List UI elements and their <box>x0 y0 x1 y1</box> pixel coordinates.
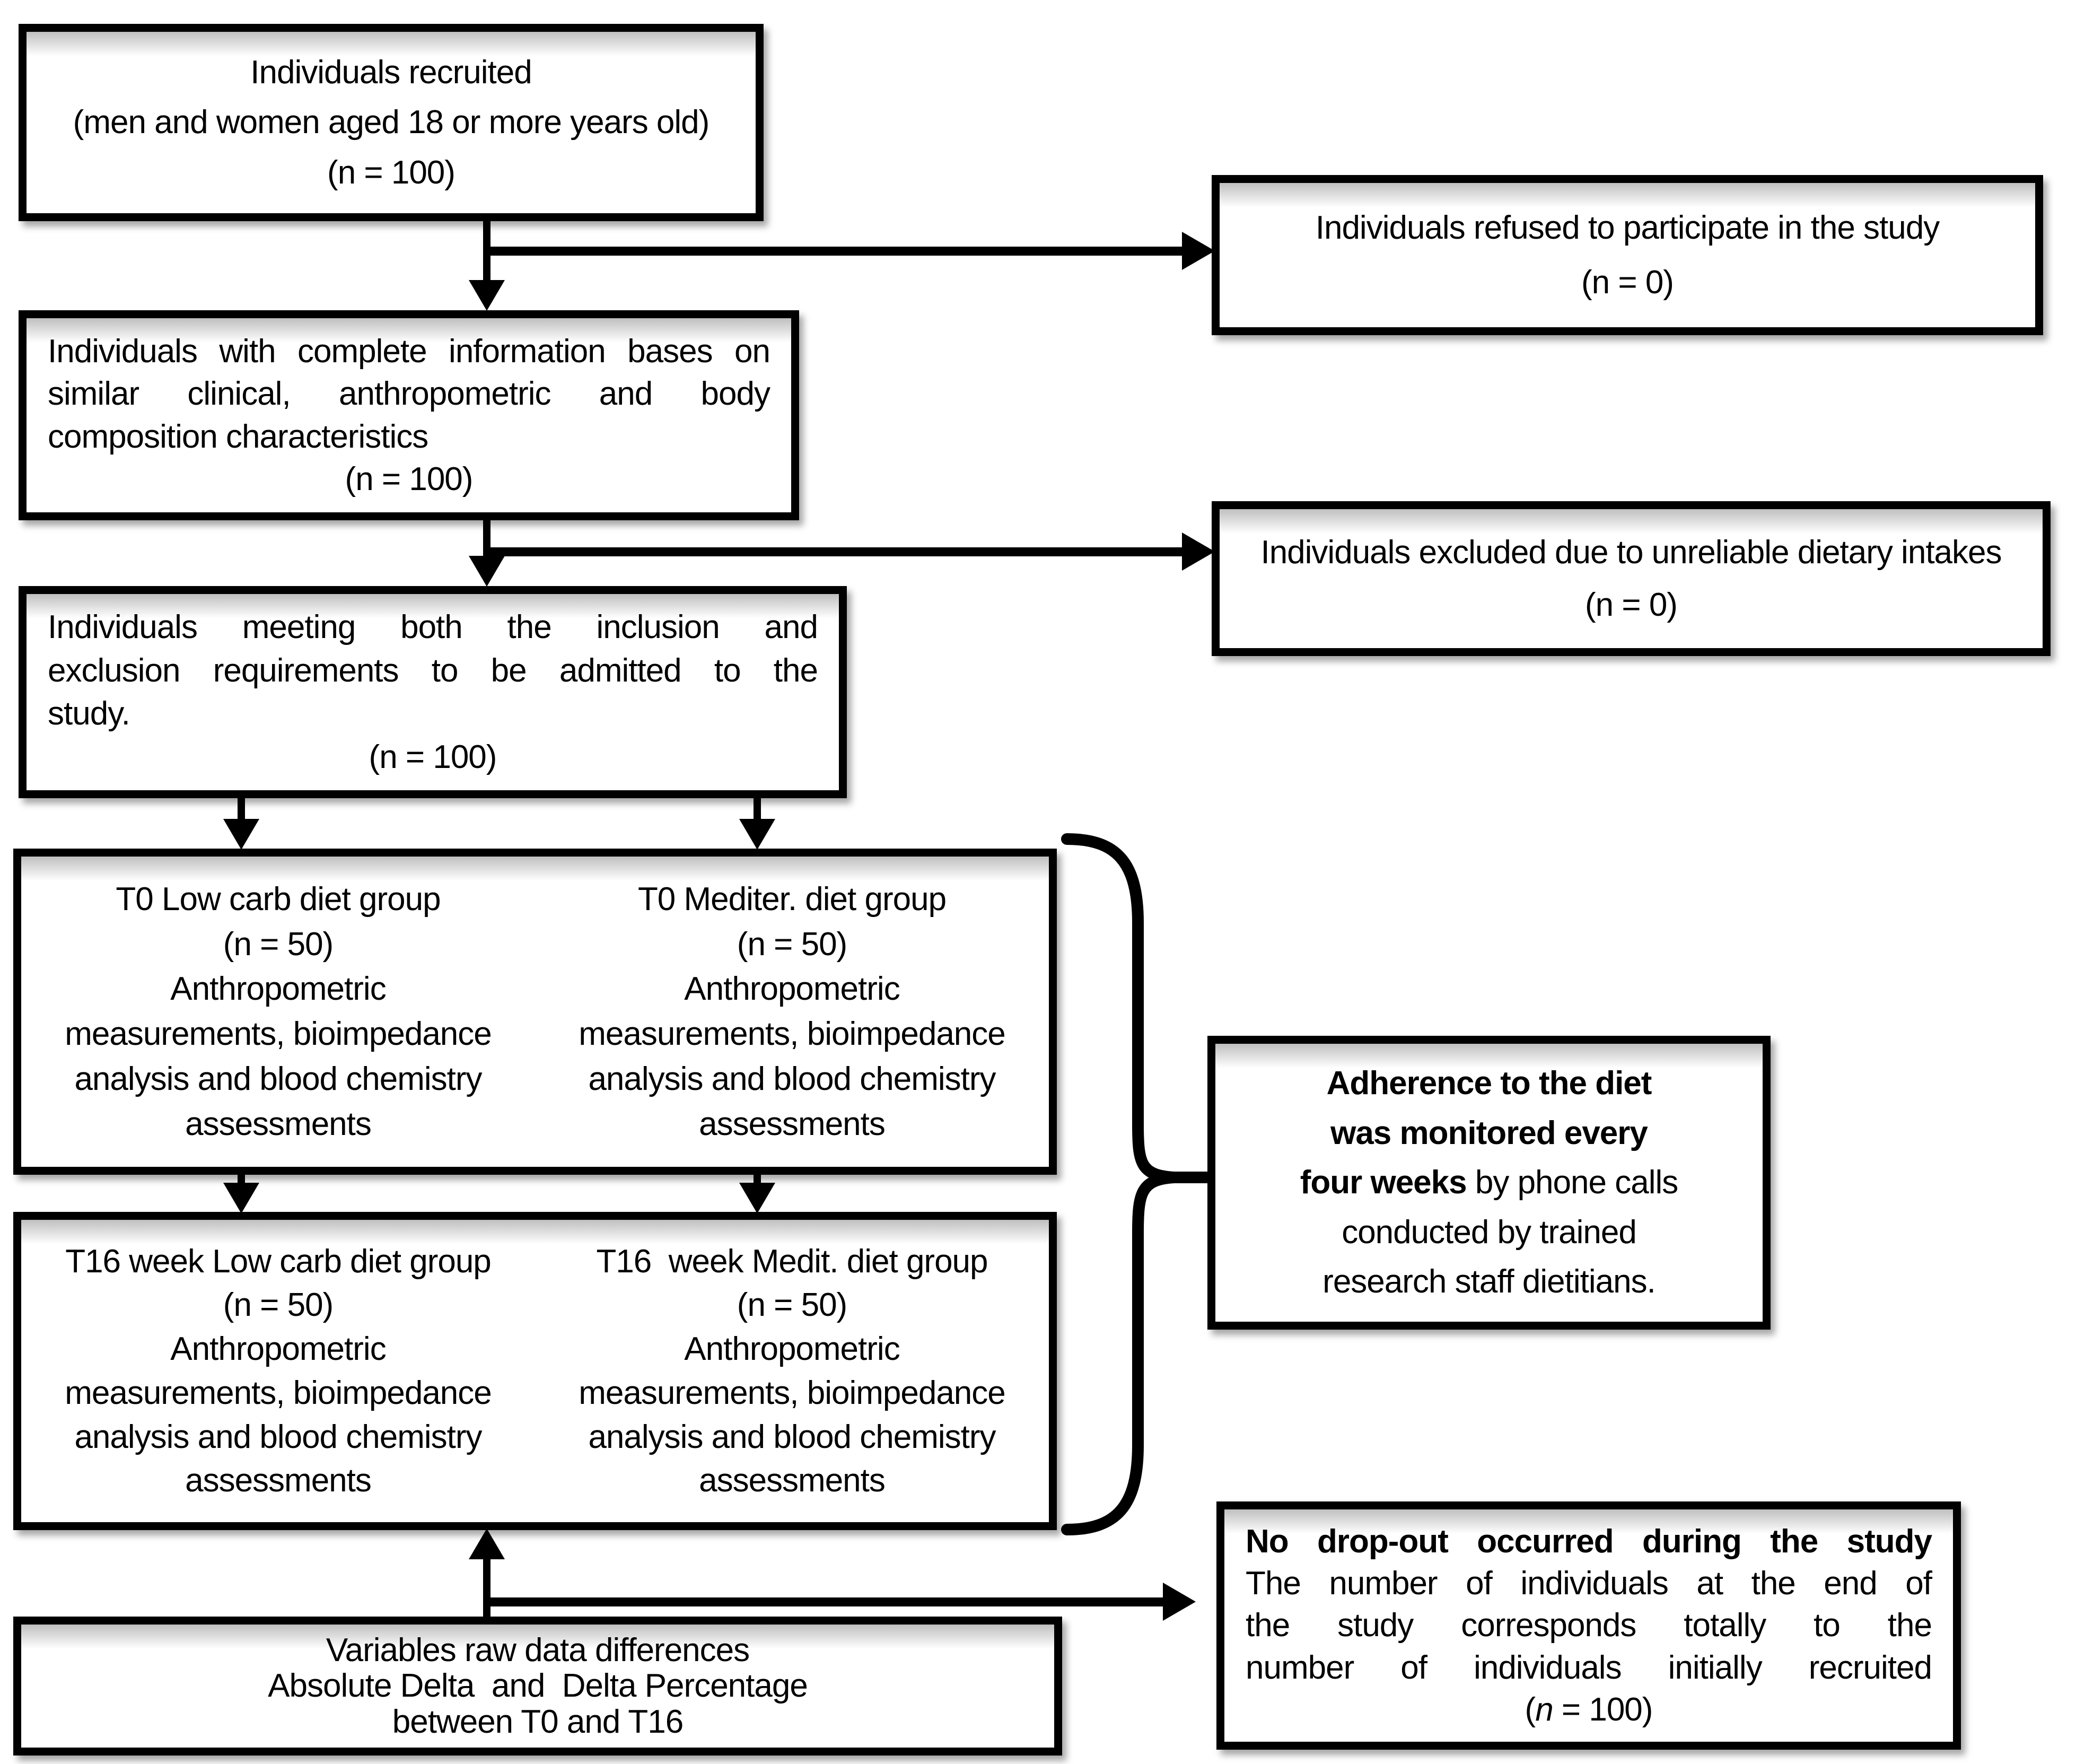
arrow-branch-to-refused-line <box>483 247 1184 256</box>
text-line: measurements, bioimpedance <box>579 1374 1006 1411</box>
arrow-recruited-to-complete-head <box>469 280 505 311</box>
text-line: Individuals with complete information ba… <box>48 333 770 370</box>
text-line: analysis and blood chemistry <box>588 1061 996 1098</box>
text-line: Variables raw data differences <box>326 1632 750 1669</box>
group-n: (n = 50) <box>737 1287 847 1324</box>
text-line: (n = 0) <box>1585 587 1678 624</box>
text-line: between T0 and T16 <box>392 1703 684 1740</box>
t16-medit-column: T16 week Medit. diet group (n = 50) Anth… <box>535 1225 1049 1517</box>
text-line: four weeks by phone calls <box>1230 1165 1748 1200</box>
text-line: (n = 0) <box>1581 264 1674 301</box>
box-refused-to-participate: Individuals refused to participate in th… <box>1212 175 2043 335</box>
text-emphasis: four weeks <box>1300 1164 1467 1201</box>
text-line: research staff dietitians. <box>1322 1263 1656 1300</box>
group-n: (n = 50) <box>737 925 847 963</box>
arrow-meeting-to-t0-right-head <box>739 819 775 850</box>
arrow-meeting-to-t0-left-head <box>223 819 259 850</box>
text-line: (men and women aged 18 or more years old… <box>73 104 710 141</box>
box-individuals-recruited: Individuals recruited (men and women age… <box>19 24 764 221</box>
box-meeting-requirements: Individuals meeting both the inclusion a… <box>19 586 847 798</box>
text-line: Individuals excluded due to unreliable d… <box>1260 534 2002 571</box>
text-line: exclusion requirements to be admitted to… <box>48 652 818 689</box>
t16-low-carb-column: T16 week Low carb diet group (n = 50) An… <box>21 1225 535 1517</box>
t0-mediter-column: T0 Mediter. diet group (n = 50) Anthropo… <box>535 862 1049 1162</box>
text-line: the study corresponds totally to the <box>1246 1607 1932 1644</box>
group-title: T16 week Low carb diet group <box>65 1243 492 1280</box>
text-line: was monitored every <box>1330 1114 1648 1151</box>
text-line: Anthropometric <box>684 1331 900 1368</box>
group-n: (n = 50) <box>223 925 334 963</box>
group-title: T0 Mediter. diet group <box>637 880 947 918</box>
box-variables-differences: Variables raw data differences Absolute … <box>13 1617 1062 1756</box>
text-line: Individuals recruited <box>250 54 532 91</box>
text-line: Absolute Delta and Delta Percentage <box>268 1667 808 1705</box>
text-line: number of individuals initially recruite… <box>1246 1649 1932 1686</box>
box-complete-information: Individuals with complete information ba… <box>19 310 799 520</box>
box-excluded-dietary-intakes: Individuals excluded due to unreliable d… <box>1212 501 2051 656</box>
text-line: (n = 100) <box>369 738 497 775</box>
box-no-dropout-note: No drop-out occurred during the study Th… <box>1216 1501 1961 1750</box>
text-line: The number of individuals at the end of <box>1246 1565 1932 1602</box>
arrow-variables-to-t16-head <box>469 1529 505 1559</box>
text-italic-n: n <box>1535 1691 1553 1728</box>
text-line: measurements, bioimpedance <box>65 1374 492 1411</box>
text-run: by phone calls <box>1466 1164 1678 1201</box>
text-line: analysis and blood chemistry <box>74 1418 482 1455</box>
text-line: (n = 100) <box>345 461 474 498</box>
text-line: conducted by trained <box>1342 1213 1637 1251</box>
arrow-t0-to-t16-right-head <box>739 1183 775 1213</box>
arrow-branch-to-excluded-line <box>483 547 1184 556</box>
t0-low-carb-column: T0 Low carb diet group (n = 50) Anthropo… <box>21 862 535 1162</box>
group-n: (n = 50) <box>223 1287 334 1324</box>
text-line: Individuals refused to participate in th… <box>1315 209 1940 246</box>
box-t16-groups: T16 week Low carb diet group (n = 50) An… <box>13 1212 1057 1530</box>
text-line: (n = 100) <box>327 154 456 191</box>
text-line: similar clinical, anthropometric and bod… <box>48 375 770 413</box>
group-title: T16 week Medit. diet group <box>596 1243 988 1280</box>
text-line: Anthropometric <box>170 971 386 1008</box>
text-line: No drop-out occurred during the study <box>1246 1523 1932 1560</box>
group-title: T0 Low carb diet group <box>116 880 441 918</box>
text-run: = 100) <box>1553 1691 1653 1728</box>
text-line: assessments <box>699 1462 886 1499</box>
arrow-branch-to-refused-head <box>1182 232 1215 270</box>
text-line: assessments <box>699 1106 886 1143</box>
arrow-complete-to-meeting-head <box>469 556 505 587</box>
arrow-t0-to-t16-left-head <box>223 1183 259 1213</box>
text-line: Anthropometric <box>170 1331 386 1368</box>
text-line: Individuals meeting both the inclusion a… <box>48 609 818 646</box>
text-line: measurements, bioimpedance <box>579 1016 1006 1053</box>
text-line: (n = 100) <box>1239 1692 1938 1727</box>
arrow-branch-to-dropout-line <box>483 1597 1164 1606</box>
arrow-branch-to-dropout-head <box>1163 1583 1196 1621</box>
text-line: assessments <box>185 1462 372 1499</box>
box-t0-groups: T0 Low carb diet group (n = 50) Anthropo… <box>13 849 1057 1175</box>
text-line: Anthropometric <box>684 971 900 1008</box>
box-adherence-note: Adherence to the diet was monitored ever… <box>1207 1036 1771 1330</box>
text-run: ( <box>1525 1691 1536 1728</box>
text-line: measurements, bioimpedance <box>65 1016 492 1053</box>
arrow-variables-to-t16-stem <box>483 1558 490 1618</box>
text-line: study. <box>48 695 130 732</box>
text-line: assessments <box>185 1106 372 1143</box>
text-line: analysis and blood chemistry <box>74 1061 482 1098</box>
text-line: analysis and blood chemistry <box>588 1418 996 1455</box>
arrow-meeting-to-t0-left-stem <box>238 796 245 822</box>
text-line: composition characteristics <box>48 418 428 455</box>
text-line: Adherence to the diet <box>1326 1065 1652 1102</box>
arrow-meeting-to-t0-right-stem <box>754 796 761 822</box>
arrow-branch-to-excluded-head <box>1182 532 1215 571</box>
